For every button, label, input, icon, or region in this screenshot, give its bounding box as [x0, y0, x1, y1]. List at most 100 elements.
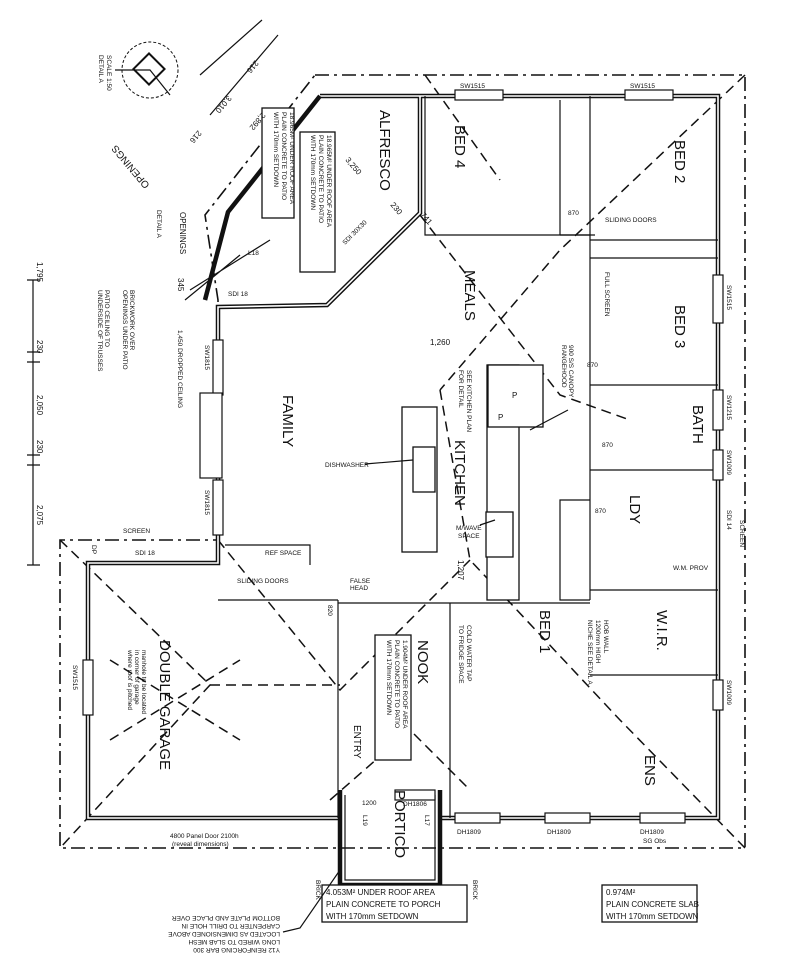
nook-area-note: WITH 170mm SETDOWN	[385, 640, 392, 715]
door-width: 870	[587, 362, 598, 369]
dimension: 3,010	[213, 94, 233, 116]
alfresco-area-note: 18.965M² UNDER ROOF AREA	[288, 112, 295, 205]
wm-prov-label: W.M. PROV	[673, 565, 709, 572]
detail-a-icon	[115, 41, 179, 99]
leader-lines	[184, 239, 569, 933]
manhole-note: in corner of garage	[133, 650, 140, 705]
nook-area-note: 1.904M² UNDER ROOF AREA	[401, 640, 408, 729]
false-head-label: FALSE	[350, 578, 371, 585]
scale-note: SCALE 1:50	[105, 55, 112, 91]
room-label-entry: ENTRY	[351, 725, 362, 759]
porch-area-note: WITH 170mm SETDOWN	[326, 912, 419, 921]
room-label-bath: BATH	[689, 405, 706, 444]
slab-area-note: 0.974M²	[606, 888, 636, 897]
slab-area-note: WITH 170mm SETDOWN	[606, 912, 699, 921]
reinforcing-note: LOCATED AS DIMENSIONED ABOVE	[167, 930, 280, 937]
roof-hip-lines	[59, 74, 746, 849]
room-label-bed2: BED 2	[671, 140, 688, 183]
rangehood-label: RANGEHOOD	[560, 345, 567, 388]
window-label: SDI 30X30	[341, 219, 368, 246]
garage-door-note: 4800 Panel Door 2100h	[170, 833, 239, 840]
room-label-alfresco: ALFRESCO	[376, 110, 393, 191]
sliding-doors-label: SLIDING DOORS	[237, 578, 289, 585]
screen-label: SCREEN	[123, 528, 150, 535]
dimension: 216	[188, 129, 204, 145]
windows	[82, 89, 724, 824]
door-width: 870	[595, 508, 606, 515]
dimension-string-left	[27, 19, 279, 566]
room-label-bed1: BED 1	[536, 610, 553, 653]
see-kitchen-note: FOR DETAIL	[457, 370, 464, 408]
dimension: 1,207	[456, 560, 465, 581]
window-label: SDI 18	[228, 291, 248, 298]
alfresco-area-note: 18.965M² UNDER ROOF AREA	[325, 135, 332, 228]
openings-note: OPENINGS	[178, 212, 187, 254]
window-label: SDI 14	[725, 510, 732, 530]
window-label: DH1809	[640, 829, 664, 836]
door-width: 870	[602, 442, 613, 449]
manhole-note: manhole to be located	[140, 650, 147, 714]
room-label-bed3: BED 3	[671, 305, 688, 348]
rangehood-label: 900 S/S CANOPY	[567, 345, 574, 398]
window-label: DH1809	[457, 829, 481, 836]
scale-note: DETAIL A	[97, 55, 104, 83]
window-label: SW1815	[203, 490, 210, 515]
door-width: 1200	[362, 800, 377, 807]
room-label-meals: MEALS	[461, 270, 478, 321]
room-label-portico: PORTICO	[391, 790, 408, 858]
cold-water-note: TO FRIDGE SPACE	[457, 625, 464, 684]
room-label-kitchen: KITCHEN	[451, 440, 468, 506]
detail-a-note: DETAIL A	[155, 210, 162, 238]
cold-water-note: COLD WATER TAP	[465, 625, 472, 681]
alfresco-area-note: PLAIN CONCRETE TO PATIO	[280, 112, 287, 200]
brickwork-note: OPENINGS UNDER PATIO	[121, 290, 128, 370]
openings-note: OPENINGS	[110, 142, 153, 190]
window-label: SDI 18	[135, 550, 155, 557]
porch-area-note: PLAIN CONCRETE TO PORCH	[326, 900, 441, 909]
screen-label: SCREEN	[738, 520, 745, 547]
hob-wall-note: NICHE SEE DETAIL A	[586, 620, 593, 685]
patio-ceiling-note: UNDERSIDE OF TRUSSES	[96, 290, 103, 372]
garage-door-note: (reveal dimensions)	[172, 841, 229, 848]
mwave-label: SPACE	[458, 533, 480, 540]
slab-area-note: PLAIN CONCRETE SLAB	[606, 900, 699, 909]
light-label: L17	[423, 815, 430, 826]
door-width: 820	[326, 605, 333, 616]
room-label-ldy: LDY	[626, 495, 643, 524]
porch-area-note: 4.053M² UNDER ROOF AREA	[326, 888, 436, 897]
dp-label: DP	[90, 545, 97, 554]
window-label: SW1515	[460, 83, 485, 90]
false-head-label: HEAD	[350, 585, 368, 592]
dimension: 230	[35, 440, 44, 454]
window-label: SG Obs	[643, 838, 667, 845]
window-label: DH1809	[547, 829, 571, 836]
room-label-garage: DOUBLE GARAGE	[156, 640, 173, 770]
dimension: 3,250	[343, 156, 363, 178]
reinforcing-note: CARPENTER TO DRILL HOLE IN	[181, 922, 280, 929]
brick-label: BRICK	[314, 880, 321, 901]
manhole-note: where roof is pitched	[126, 649, 133, 710]
dimension: 345	[176, 278, 185, 292]
pantry-label: P	[512, 391, 517, 400]
window-label: SW1515	[71, 665, 78, 690]
window-label: SW1009	[725, 450, 732, 475]
window-label: SW1515	[630, 83, 655, 90]
room-label-ens: ENS	[641, 755, 658, 786]
dimension: 1,450 DROPPED CEILING	[176, 330, 183, 408]
room-label-wir: W.I.R.	[653, 610, 670, 651]
ref-space-label: REF SPACE	[265, 550, 302, 557]
alfresco-area-note: PLAIN CONCRETE TO PATIO	[317, 135, 324, 223]
mwave-label: M/WAVE	[456, 525, 482, 532]
dimension: 1,260	[430, 338, 451, 347]
reinforcing-note: BOTTOM PLATE AND PLACE OVER	[172, 914, 280, 921]
alfresco-area-note: WITH 170mm SETDOWN	[272, 112, 279, 187]
light-label: L18	[248, 250, 259, 257]
room-label-bed4: BED 4	[451, 125, 468, 168]
room-label-nook: NOOK	[414, 640, 431, 684]
reinforcing-note: LONG WIRED TO SLAB MESH	[188, 938, 280, 945]
dimension: 2,075	[35, 505, 44, 526]
window-label: SW1815	[203, 345, 210, 370]
door-width: 870	[568, 210, 579, 217]
alfresco-area-note: WITH 170mm SETDOWN	[309, 135, 316, 210]
